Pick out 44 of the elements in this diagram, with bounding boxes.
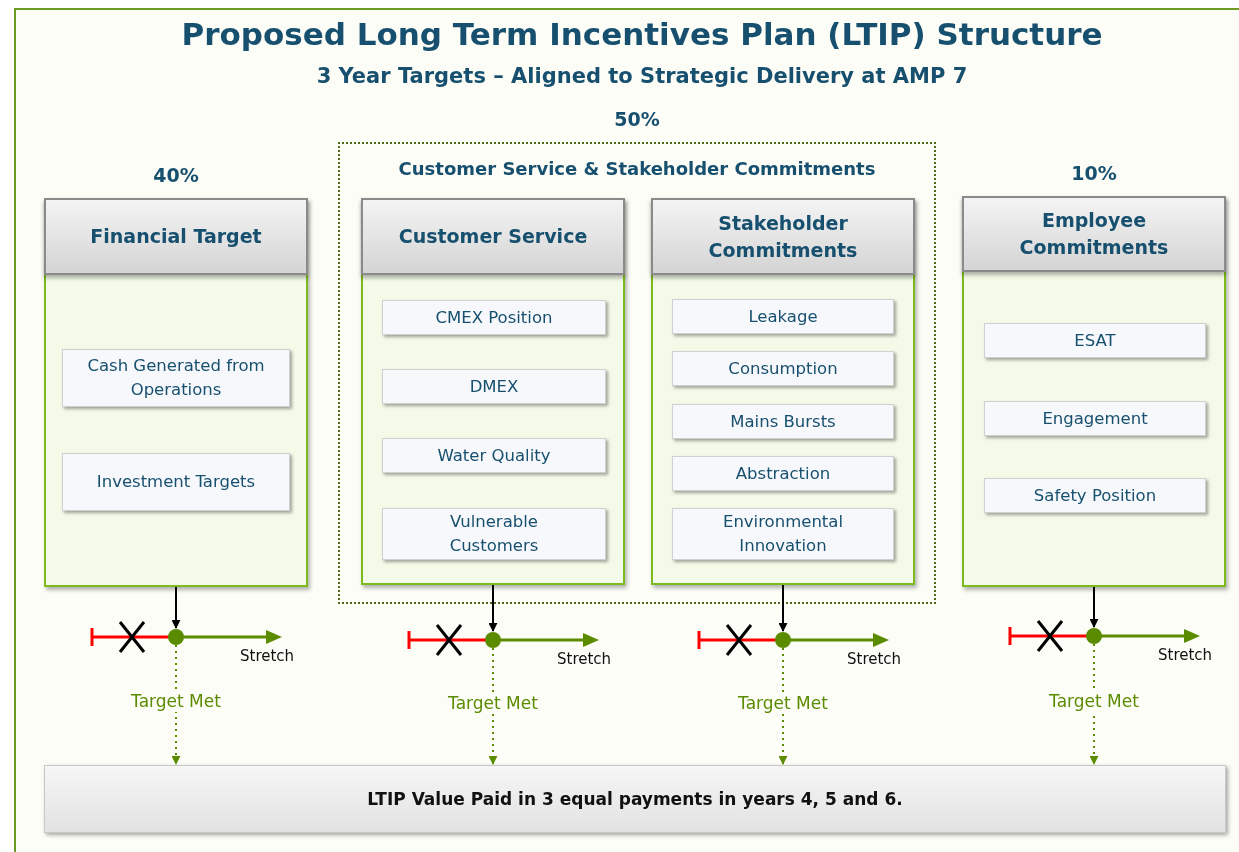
stretch-label: Stretch [847, 650, 902, 668]
arrow [778, 584, 788, 632]
category-column [651, 198, 915, 585]
measure-box: Safety Position [984, 478, 1206, 513]
edge-label: Target Met [1047, 689, 1141, 712]
arrow [488, 584, 498, 632]
arrow [171, 586, 181, 629]
edge-label: Target Met [129, 690, 223, 712]
column-header: Financial Target [44, 198, 308, 275]
weight-percentage: 10% [1070, 162, 1118, 184]
stretch-label: Stretch [240, 647, 295, 665]
arrow [1089, 643, 1099, 765]
stretch-label: Stretch [1158, 646, 1213, 664]
measure-box: Investment Targets [62, 453, 290, 511]
column-header: Customer Service [361, 198, 625, 275]
measure-box: Cash Generated from Operations [62, 349, 290, 407]
column-header: Stakeholder Commitments [651, 198, 915, 275]
dotted-group-frame [338, 142, 936, 604]
stretch-label: Stretch [557, 650, 612, 668]
category-column [962, 196, 1226, 587]
title: Proposed Long Term Incentives Plan (LTIP) Structure [180, 16, 1104, 52]
measure-box: Water Quality [382, 438, 606, 473]
measure-box: Consumption [672, 351, 894, 386]
arrow [171, 644, 181, 765]
measure-box: CMEX Position [382, 300, 606, 335]
subtitle: 3 Year Targets – Aligned to Strategic Delivery at AMP 7 [315, 64, 969, 88]
weight-percentage: 40% [152, 164, 200, 186]
column-header: Employee Commitments [962, 196, 1226, 272]
arrow [488, 647, 498, 765]
arrow [1089, 586, 1099, 628]
measure-box: ESAT [984, 323, 1206, 358]
category-column [44, 198, 308, 587]
measure-box: Leakage [672, 299, 894, 334]
payment-bar: LTIP Value Paid in 3 equal payments in years 4, 5 and 6. [44, 765, 1226, 833]
measure-box: Vulnerable Customers [382, 508, 606, 560]
group-title: Customer Service & Stakeholder Commitments [397, 158, 877, 179]
measure-box: Abstraction [672, 456, 894, 491]
category-column [361, 198, 625, 585]
weight-percentage: 50% [613, 108, 661, 130]
arrow [778, 647, 788, 765]
measure-box: Mains Bursts [672, 404, 894, 439]
measure-box: Engagement [984, 401, 1206, 436]
measure-box: DMEX [382, 369, 606, 404]
measure-box: Environmental Innovation [672, 508, 894, 560]
